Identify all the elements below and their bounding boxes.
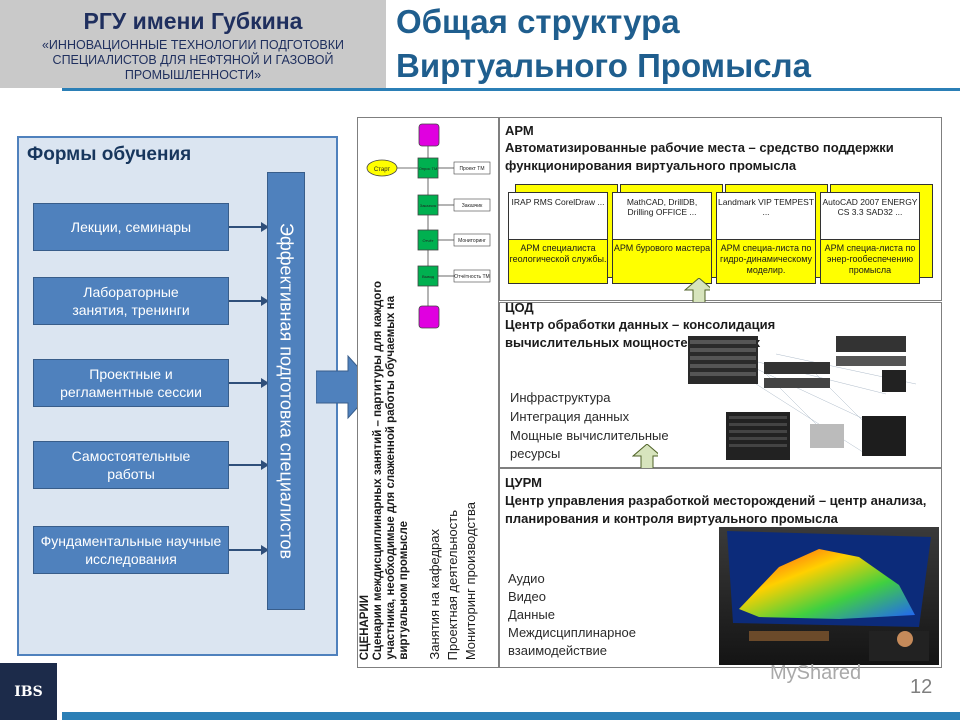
flow-note-label: Проект ТМ — [459, 166, 484, 172]
flow-start-node — [366, 159, 398, 177]
apm-card-drilling: MathCAD, DrillDB, Drilling OFFICE ... АР… — [612, 192, 712, 284]
flow-note — [453, 161, 491, 175]
cod-section: ЦОД Центр обработки данных – консолидаци… — [499, 300, 942, 468]
arrow-right-icon — [229, 545, 269, 555]
form-item-sessions: Проектные и регламентные сессии — [33, 359, 229, 407]
apm-description: Автоматизированные рабочие места – средс… — [505, 140, 894, 173]
scenarios-line-3: виртуальном промысле — [398, 521, 410, 660]
flow-step-label: Опрос ТМ — [419, 166, 438, 171]
effective-training-bar — [267, 172, 305, 610]
apm-abbr: АРМ — [505, 123, 534, 138]
form-item-labs: Лабораторные занятия, тренинги — [33, 277, 229, 325]
flow-note — [453, 198, 491, 212]
apm-card-role: АРМ специа-листа по гидро-динамическому … — [717, 239, 815, 283]
flow-step-node — [417, 157, 439, 179]
apm-card-geology: IRAP RMS CorelDraw ... АРМ специалиста г… — [508, 192, 608, 284]
title-divider — [62, 88, 960, 91]
arrow-right-icon — [229, 378, 269, 388]
cod-item-infrastructure: Инфраструктура — [510, 390, 611, 405]
apm-card-software: Landmark VIP TEMPEST ... — [717, 197, 815, 217]
apm-card-software: MathCAD, DrillDB, Drilling OFFICE ... — [626, 197, 698, 217]
cod-abbr: ЦОД — [505, 300, 534, 315]
slide-title-line-2: Виртуального Промысла — [396, 47, 811, 84]
curm-item-interdisciplinary: Междисциплинарное — [508, 625, 636, 640]
org-name: РГУ имени Губкина — [83, 8, 303, 34]
cod-item-computing: Мощные вычислительные — [510, 428, 669, 443]
org-subtitle: «ИННОВАЦИОННЫЕ ТЕХНОЛОГИИ ПОДГОТОВКИ СПЕ… — [41, 38, 344, 82]
curm-item-video: Видео — [508, 589, 546, 604]
apm-card-software: AutoCAD 2007 ENERGY CS 3.3 SAD32 ... — [822, 197, 918, 217]
flow-step-label: Вывод — [422, 274, 435, 279]
curm-item-data: Данные — [508, 607, 555, 622]
flow-note — [453, 269, 491, 283]
form-item-label: Проектные и регламентные сессии — [60, 366, 202, 400]
cod-item-integration: Интеграция данных — [510, 409, 630, 424]
form-item-label: Лабораторные занятия, тренинги — [72, 284, 190, 318]
curm-abbr: ЦУРМ — [505, 475, 542, 490]
arrow-right-icon — [229, 460, 269, 470]
flow-note — [453, 233, 491, 247]
org-header-box — [0, 0, 386, 88]
flow-note-label: Мониторинг — [458, 238, 486, 244]
flow-start-label: Старт — [374, 167, 391, 173]
flow-note-label: Отчётность ТМ — [454, 274, 489, 280]
scenario-flowchart: Старт Опрос ТМ Заказчик Отчёт Вывод Прое… — [366, 123, 491, 329]
effective-training-label: Эффективная подготовка специалистов — [276, 222, 297, 560]
scenarios-item-chairs: Занятия на кафедрах — [427, 529, 442, 660]
apm-card-role: АРМ специа-листа по энер-гообеспечению п… — [821, 239, 919, 283]
curm-description: Центр управления разработкой месторожден… — [505, 493, 927, 526]
flow-step-label: Отчёт — [422, 238, 433, 243]
forms-title: Формы обучения — [27, 144, 192, 165]
effective-training-label-wrap: Эффективная подготовка специалистов — [267, 172, 305, 610]
flow-step-node — [417, 229, 439, 251]
apm-card-software: IRAP RMS CorelDraw ... — [511, 197, 605, 207]
apm-card-energy: AutoCAD 2007 ENERGY CS 3.3 SAD32 ... АРМ… — [820, 192, 920, 284]
flow-step-node — [417, 194, 439, 216]
flow-step-label: Заказчик — [420, 203, 437, 208]
footer-bar — [62, 712, 960, 720]
slide-title: Общая структура Виртуального Промысла — [396, 0, 956, 88]
slide-number: 12 — [910, 676, 933, 698]
flow-terminal-bottom — [418, 305, 440, 329]
visualization-room-image — [719, 527, 939, 665]
apm-card-role: АРМ специалиста геологической службы. — [509, 239, 607, 283]
curm-item-interaction: взаимодействие — [508, 643, 608, 658]
form-item-label: Самостоятельные работы — [71, 448, 191, 482]
scenarios-item-monitoring: Мониторинг производства — [463, 501, 478, 660]
scenarios-line-2: участника, необходимые для слаженной раб… — [385, 296, 397, 660]
form-item-self-study: Самостоятельные работы — [33, 441, 229, 489]
form-item-label: Фундаментальные научные исследования — [40, 533, 222, 567]
flow-terminal-top — [418, 123, 440, 147]
arrow-right-icon — [229, 296, 269, 306]
scenarios-line-1: Сценарии междисциплинарных занятий – пар… — [372, 280, 384, 660]
datacenter-servers-image — [688, 336, 917, 460]
apm-card-role: АРМ бурового мастера — [613, 239, 711, 283]
flow-note-label: Заказчик — [462, 203, 483, 209]
ibs-logo: IBS — [0, 663, 57, 720]
apm-card-hydrodynamics: Landmark VIP TEMPEST ... АРМ специа-лист… — [716, 192, 816, 284]
arrow-right-icon — [229, 222, 269, 232]
form-item-label: Лекции, семинары — [70, 219, 192, 235]
watermark: MyShared — [770, 662, 862, 684]
curm-item-audio: Аудио — [508, 571, 545, 586]
scenarios-text-area: СЦЕНАРИИ Сценарии междисциплинарных заня… — [357, 230, 499, 668]
form-item-lectures: Лекции, семинары — [33, 203, 229, 251]
slide-title-line-1: Общая структура — [396, 3, 680, 40]
flow-step-node — [417, 265, 439, 287]
cod-item-resources: ресурсы — [510, 446, 561, 461]
form-item-research: Фундаментальные научные исследования — [33, 526, 229, 574]
scenarios-heading: СЦЕНАРИИ — [359, 594, 371, 660]
scenarios-item-projects: Проектная деятельность — [445, 509, 460, 660]
